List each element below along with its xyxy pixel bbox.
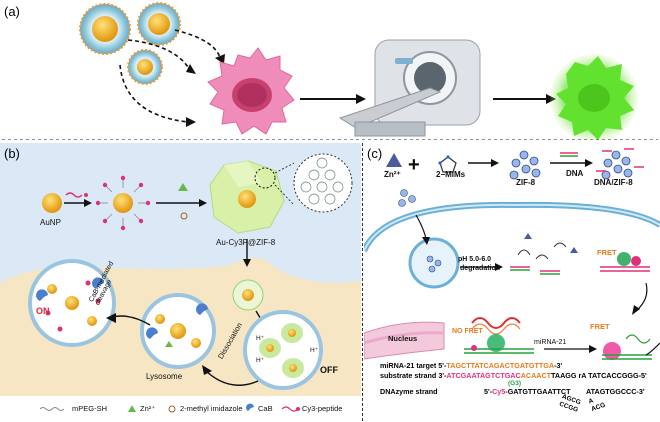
- mim-icon: [438, 155, 457, 173]
- dnazif8-label: DNA/ZIF-8: [594, 178, 633, 187]
- dnazyme-prefix: 5'-: [484, 387, 493, 396]
- substrate-end: TAAGG rA TATCACCGGG-5': [551, 371, 647, 380]
- lysosome-label: Lysosome: [146, 372, 183, 381]
- panel-c-label: (c): [367, 146, 383, 161]
- target-label: miRNA-21 target 5'-: [380, 361, 447, 370]
- aunp-label: AuNP: [40, 218, 61, 227]
- legend-zn: Zn²⁺: [140, 404, 156, 413]
- dnazyme-sequence: DNAzyme strand: [380, 387, 438, 396]
- hplus-label-3: H⁺: [256, 357, 265, 364]
- dnazyme-complex-fret: [600, 252, 650, 272]
- legend-imidazole: 2-methyl imidazole: [180, 404, 243, 413]
- zif8-label: ZIF-8: [516, 178, 536, 187]
- nofret-label: NO FRET: [452, 328, 483, 335]
- fret-label-top: FRET: [597, 248, 617, 257]
- mri-scanner-icon: [338, 39, 481, 137]
- off-label: OFF: [320, 365, 338, 375]
- target-seq: TAGCTTATCAGACTGATGTTGA: [446, 361, 555, 370]
- zif8-lattice-zoom: [293, 153, 353, 213]
- legend-mpeg: mPEG-SH: [72, 404, 108, 413]
- nucleus-label: Nucleus: [388, 334, 418, 343]
- fret-label-bottom: FRET: [590, 322, 610, 331]
- nanoparticle-large: [79, 3, 131, 55]
- legend-cy3: Cy3-peptide: [302, 404, 343, 413]
- panel-b-illustration: [0, 153, 361, 396]
- lysosome-off: [243, 310, 323, 390]
- fluorescent-cell: [550, 54, 638, 140]
- panel-a-label: (a): [4, 4, 20, 19]
- dnazyme-seq: -GATGTTGAATTCT: [505, 387, 571, 396]
- dna-label: DNA: [566, 169, 584, 178]
- panel-divider: [362, 143, 363, 421]
- panel-a-illustration: [2, 2, 658, 140]
- nanoparticle-small: [127, 49, 163, 85]
- target-end: -3': [554, 361, 563, 370]
- hplus-label-1: H⁺: [256, 335, 265, 342]
- on-label: ON: [36, 306, 50, 316]
- ph-label: pH 5.0-6.0: [458, 256, 492, 263]
- dna-zif8-cluster: [601, 150, 633, 180]
- dnazyme-strand: 5'-Cy5-GATGTTGAATTCT: [484, 387, 571, 396]
- dnazyme-end: ATAGTGGCCC-3': [586, 387, 645, 396]
- dnazyme-label: DNAzyme strand: [380, 387, 438, 396]
- lysosome-on: [28, 259, 116, 347]
- mims-label: 2−MIMs: [436, 170, 466, 179]
- panel-b-legend: mPEG-SH Zn²⁺ 2-methyl imidazole CaB Cy3-…: [0, 399, 361, 419]
- cancer-cell: [207, 47, 295, 135]
- mirna-target-sequence: miRNA-21 target 5'-TAGCTTATCAGACTGATGTTG…: [380, 361, 562, 370]
- substrate-sequence: substrate strand 3'-ATCGAATAGTCTGACACAAC…: [380, 371, 647, 380]
- endosome-entry: [232, 279, 264, 311]
- zn-icon: [386, 153, 402, 167]
- panel-b-label: (b): [4, 146, 20, 161]
- mirna21-label: miRNA-21: [534, 339, 567, 346]
- legend-cab: CaB: [258, 404, 273, 413]
- substrate-seq2: ACAACT: [520, 371, 552, 380]
- hplus-label-2: H⁺: [310, 347, 319, 354]
- substrate-label: substrate strand 3'-: [380, 371, 447, 380]
- cy5-label: Cy5: [492, 387, 506, 396]
- panel-c-illustration: [364, 148, 660, 360]
- peptide-modified-aunp: [95, 175, 151, 231]
- endosome: [408, 237, 460, 289]
- nanoparticle-medium: [137, 2, 181, 46]
- zn-label: Zn²⁺: [384, 170, 401, 179]
- nucleus: [364, 321, 445, 360]
- g3-label: (G3): [508, 380, 521, 387]
- aunp-particle: [42, 193, 62, 213]
- zif8-cluster: [509, 150, 541, 180]
- dnazyme-complex-fret-bottom: [602, 334, 652, 360]
- degradation-label: degradation: [460, 265, 501, 272]
- dna-zif8-incoming: [398, 189, 416, 207]
- composite-label: Au-Cy3P@ZIF-8: [216, 238, 276, 247]
- no-fret-complex: [464, 334, 534, 354]
- substrate-seq1: ATCGAATAGTCTGAC: [446, 371, 521, 380]
- lysosome-middle: [140, 293, 216, 369]
- plus-sign: +: [408, 154, 420, 176]
- au-cy3p-zif8-crystal: [209, 160, 285, 234]
